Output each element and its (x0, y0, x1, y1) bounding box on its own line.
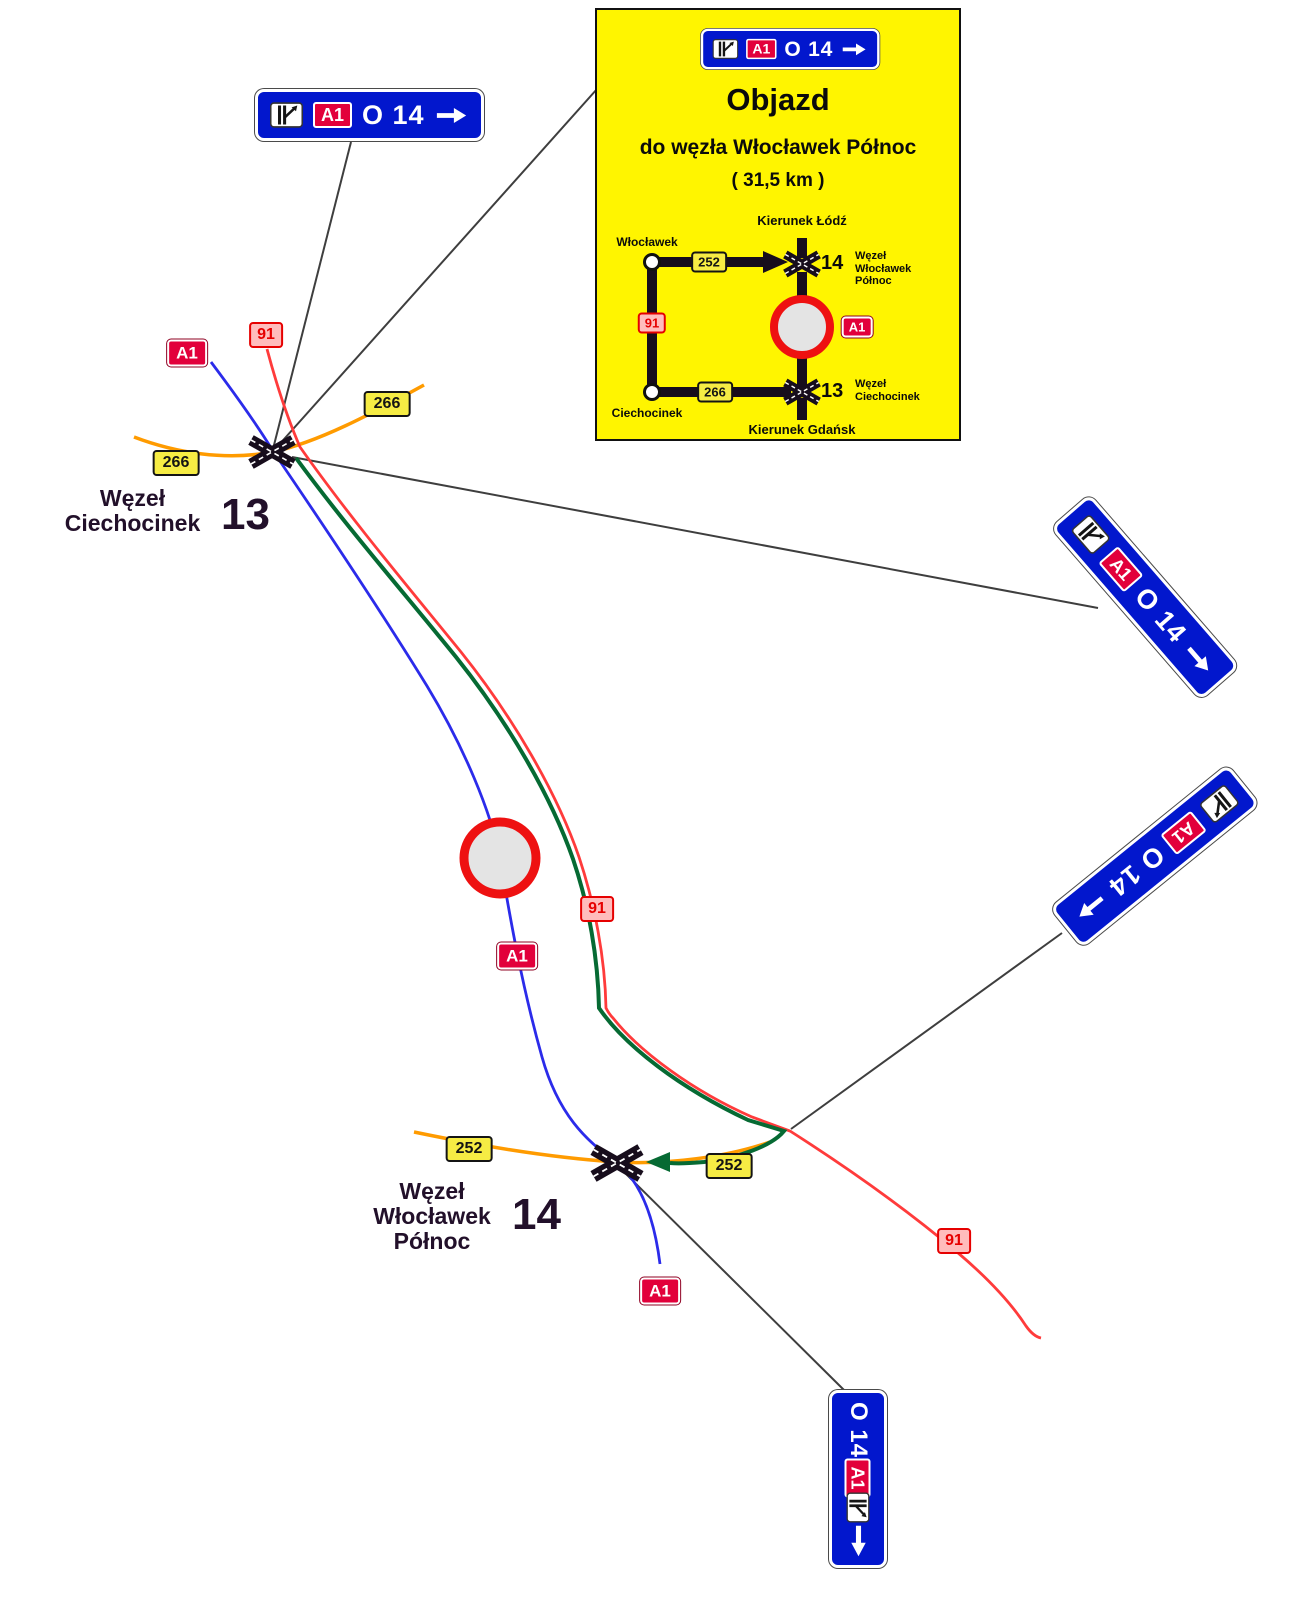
schematic-arrowhead (763, 251, 788, 273)
schematic-junction-14-name: Węzeł Włocławek Północ (855, 250, 912, 287)
schematic-city-ciechocinek: Ciechocinek (611, 406, 683, 420)
motorway-junction-pictogram-icon (712, 39, 739, 59)
a1-badge-south: A1 (640, 1277, 680, 1305)
road-91-badge-middle: 91 (580, 896, 614, 922)
arrow-right-icon (1187, 646, 1209, 670)
detour-schematic-canvas (643, 238, 834, 420)
schematic-city-wloclawek: Włocławek (616, 235, 678, 249)
detour-sign-northwest: A1 O 14 (255, 89, 484, 141)
road-91-badge-south: 91 (937, 1228, 971, 1254)
detour-distance: ( 31,5 km ) (731, 170, 825, 191)
a1-badge-middle: A1 (497, 942, 537, 970)
detour-title: Objazd (726, 82, 830, 117)
schematic-interchange-13-icon (782, 378, 822, 406)
a1-route-badge: A1 (313, 102, 353, 128)
detour-sign-label: O 14 (784, 36, 834, 61)
motorway-a1-line (209, 361, 662, 1265)
motorway-junction-pictogram-icon (1200, 785, 1239, 823)
schematic-junction-14-number: 14 (821, 252, 844, 274)
a1-badge-north: A1 (167, 339, 207, 367)
junction-13-name: Węzeł Ciechocinek (64, 485, 201, 536)
city-node-ciechocinek (643, 383, 661, 401)
arrow-right-icon (1080, 896, 1105, 917)
schematic-junction-13-number: 13 (821, 380, 844, 402)
schematic-interchange-14-icon (782, 250, 822, 278)
leader-line-junction13-to-east-sign (291, 456, 1099, 609)
schematic-junction-13-name: Węzeł Ciechocinek (855, 378, 920, 403)
detour-sign-south: O 14 A1 (829, 1390, 887, 1568)
road-91-badge-north: 91 (249, 322, 283, 348)
a1-route-badge: A1 (1160, 810, 1207, 856)
junction-14-number: 14 (512, 1190, 561, 1239)
schematic-direction-lodz: Kierunek Łódź (757, 213, 847, 228)
leader-line-junction14-to-south-sign (622, 1170, 847, 1393)
arrow-right-icon (436, 107, 466, 123)
schematic-a1-badge: A1 (841, 316, 873, 338)
schematic-road-252-badge: 252 (691, 251, 727, 273)
detour-sign-label: O 14 (362, 99, 425, 130)
interchange-13-icon (247, 435, 297, 469)
schematic-road-266-badge: 266 (697, 381, 733, 403)
detour-route-line (294, 456, 788, 1166)
motorway-junction-pictogram-icon (270, 102, 303, 128)
city-node-wloclawek (643, 253, 661, 271)
schematic-direction-gdansk: Kierunek Gdańsk (748, 422, 856, 437)
leader-lines (272, 88, 1099, 1393)
closed-section-marker (459, 817, 541, 899)
leader-line-box-to-junction13 (276, 88, 598, 448)
detour-sign-east-lower: A1 O 14 (1049, 763, 1261, 949)
road-252-badge-east: 252 (705, 1153, 753, 1179)
interchange-14-icon (589, 1144, 645, 1182)
leader-line-east-sign2-to-bend (790, 932, 1063, 1130)
junction-14-name: Węzeł Włocławek Północ (373, 1178, 491, 1254)
detour-route-arrowhead (646, 1152, 670, 1172)
arrow-right-icon (842, 43, 866, 55)
motorway-junction-pictogram-icon (846, 1492, 870, 1523)
road-266-badge-west: 266 (152, 450, 200, 476)
detour-sign-mini: A1 O 14 (700, 28, 880, 70)
schematic-road-91-badge: 91 (637, 312, 667, 334)
a1-route-badge: A1 (1098, 545, 1144, 593)
junction-13-number: 13 (221, 490, 270, 539)
arrow-down-icon (850, 1525, 866, 1557)
detour-sign-east-upper: A1 O 14 (1050, 493, 1240, 701)
detour-sign-label: O 14 (845, 1401, 872, 1459)
schematic-closed-section-marker (770, 295, 834, 359)
detour-subtitle: do węzła Włocławek Północ (639, 136, 917, 159)
leader-line-nw-sign (272, 141, 352, 450)
detour-info-box: A1 O 14 Objazd do węzła Włocławek Północ… (595, 8, 961, 441)
road-252-badge-west: 252 (445, 1136, 493, 1162)
road-266-badge-east: 266 (363, 391, 411, 417)
a1-route-badge: A1 (746, 38, 777, 60)
motorway-junction-pictogram-icon (1071, 515, 1110, 554)
